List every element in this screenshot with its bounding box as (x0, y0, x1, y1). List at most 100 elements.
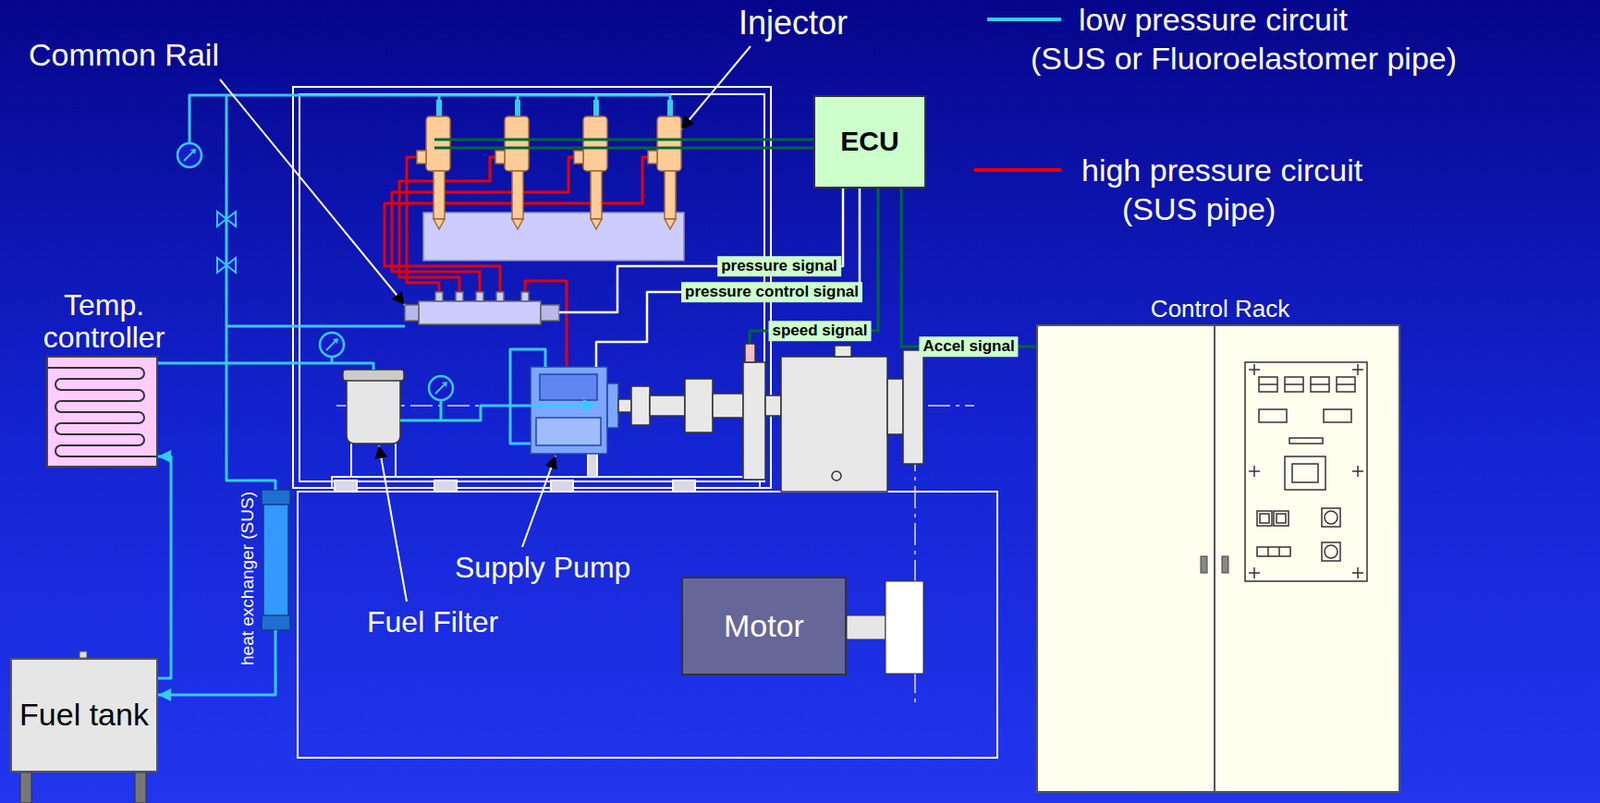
valve-symbol (217, 211, 236, 227)
bench-frame (672, 480, 696, 492)
control-rack-cabinet (1257, 547, 1291, 557)
low-pressure-pipe (439, 95, 671, 100)
injectors (495, 99, 529, 230)
common-rail (404, 305, 419, 321)
legend-note: (SUS or Fluoroelastomer pipe) (1030, 40, 1457, 77)
temp-controller-coil (48, 367, 159, 457)
leader-line (681, 46, 751, 130)
drive-shaft (831, 471, 842, 481)
drive-shaft (618, 345, 924, 492)
common-rail (418, 301, 541, 325)
bench-frame (334, 480, 357, 492)
control-rack-cabinet (1248, 364, 1364, 579)
common-rail (521, 292, 529, 302)
control-rack-cabinet (1323, 409, 1352, 423)
temp-controller: Temp. controller (46, 355, 159, 468)
control-rack-cabinet (1310, 383, 1330, 386)
leader-line (219, 79, 405, 306)
legend-line-sample (974, 168, 1062, 172)
injector-drive-wire (434, 146, 814, 150)
bench-frame (587, 453, 598, 477)
low-pressure-pipe (158, 363, 374, 370)
injector-drive-wire (434, 139, 879, 344)
drive-shaft (618, 399, 632, 413)
node-label: Motor (723, 608, 805, 645)
gauges (177, 143, 453, 401)
gauges (177, 143, 202, 168)
control-rack-cabinet (1245, 362, 1368, 582)
bench-frame (297, 491, 998, 758)
fuel-pipe (158, 456, 171, 679)
temp-controller-coil (46, 355, 159, 468)
control-rack-cabinet (1245, 362, 1368, 582)
part-name: heat exchanger (SUS) (237, 491, 258, 666)
control-rack-cabinet (1221, 556, 1229, 574)
low-pressure-pipe (158, 630, 276, 696)
control-rack-cabinet (1284, 456, 1326, 490)
fuel-tank: Fuel tank (10, 658, 159, 773)
temp-controller-coil (46, 355, 159, 468)
low-pressure-pipe (189, 95, 671, 144)
control-rack-cabinet (1284, 377, 1304, 392)
control-rack-cabinet (1289, 438, 1323, 444)
control-rack-cabinet (1284, 383, 1304, 386)
drive-shaft (743, 362, 766, 480)
low-pressure-pipe (400, 405, 597, 421)
speed-sensor (745, 343, 756, 363)
drive-shaft (765, 395, 782, 416)
gauges (428, 376, 453, 401)
legend-text: low pressure circuit (1078, 1, 1348, 38)
control-rack-cabinet (1292, 464, 1319, 483)
drive-shaft (834, 345, 852, 357)
low-pressure-pipe (510, 349, 546, 444)
supply-pump (607, 383, 619, 428)
part-name: Injector (738, 3, 848, 42)
supply-pump (536, 417, 601, 446)
cylinder-head-block (423, 212, 684, 261)
control-rack-cabinet (1278, 547, 1281, 557)
signal-name: pressure signal (717, 256, 842, 277)
drive-shaft (903, 350, 924, 465)
heat-exchanger (261, 615, 291, 631)
injector-drive-wire (434, 138, 814, 142)
high-pressure-pipe (391, 157, 575, 293)
heat-exchanger (261, 489, 291, 631)
drive-shaft (887, 378, 904, 435)
control-rack-cabinet (1310, 377, 1330, 392)
control-rack-cabinet (1213, 326, 1216, 792)
valve-symbol (217, 211, 236, 273)
fuel-tank-legs (20, 772, 32, 803)
leader-line (378, 445, 407, 602)
control-rack-cabinet (1259, 513, 1270, 524)
valve-symbol (217, 257, 236, 273)
control-rack-cabinet (1324, 545, 1338, 559)
low-pressure-pipe (439, 400, 443, 421)
drive-shaft (649, 395, 685, 416)
leader-line (219, 46, 751, 602)
supply-pump (530, 366, 608, 454)
control-rack-cabinet (1258, 409, 1287, 423)
control-rack-cabinet (1036, 324, 1401, 794)
part-name: Common Rail (28, 36, 220, 74)
part-name: Supply Pump (454, 550, 631, 586)
control-rack-cabinet (1258, 377, 1278, 392)
control-rack-cabinet (1200, 556, 1208, 574)
legend-text: high pressure circuit (1081, 152, 1363, 189)
cylinder-head-block (423, 212, 684, 261)
motor-pulley (885, 581, 924, 674)
drive-shaft (631, 386, 650, 426)
speed-sensor (745, 343, 756, 363)
leader-line (522, 455, 556, 548)
motor-pulley (846, 581, 924, 674)
heat-exchanger (261, 489, 291, 505)
part-name: Fuel Filter (366, 605, 499, 640)
control-rack-cabinet (1273, 511, 1289, 526)
ecu-box: ECU (813, 95, 927, 189)
common-rail (404, 292, 560, 325)
common-rail (455, 292, 464, 302)
common-rail (476, 292, 484, 302)
control-rack-cabinet (1336, 383, 1356, 386)
bench-frame (293, 86, 998, 758)
